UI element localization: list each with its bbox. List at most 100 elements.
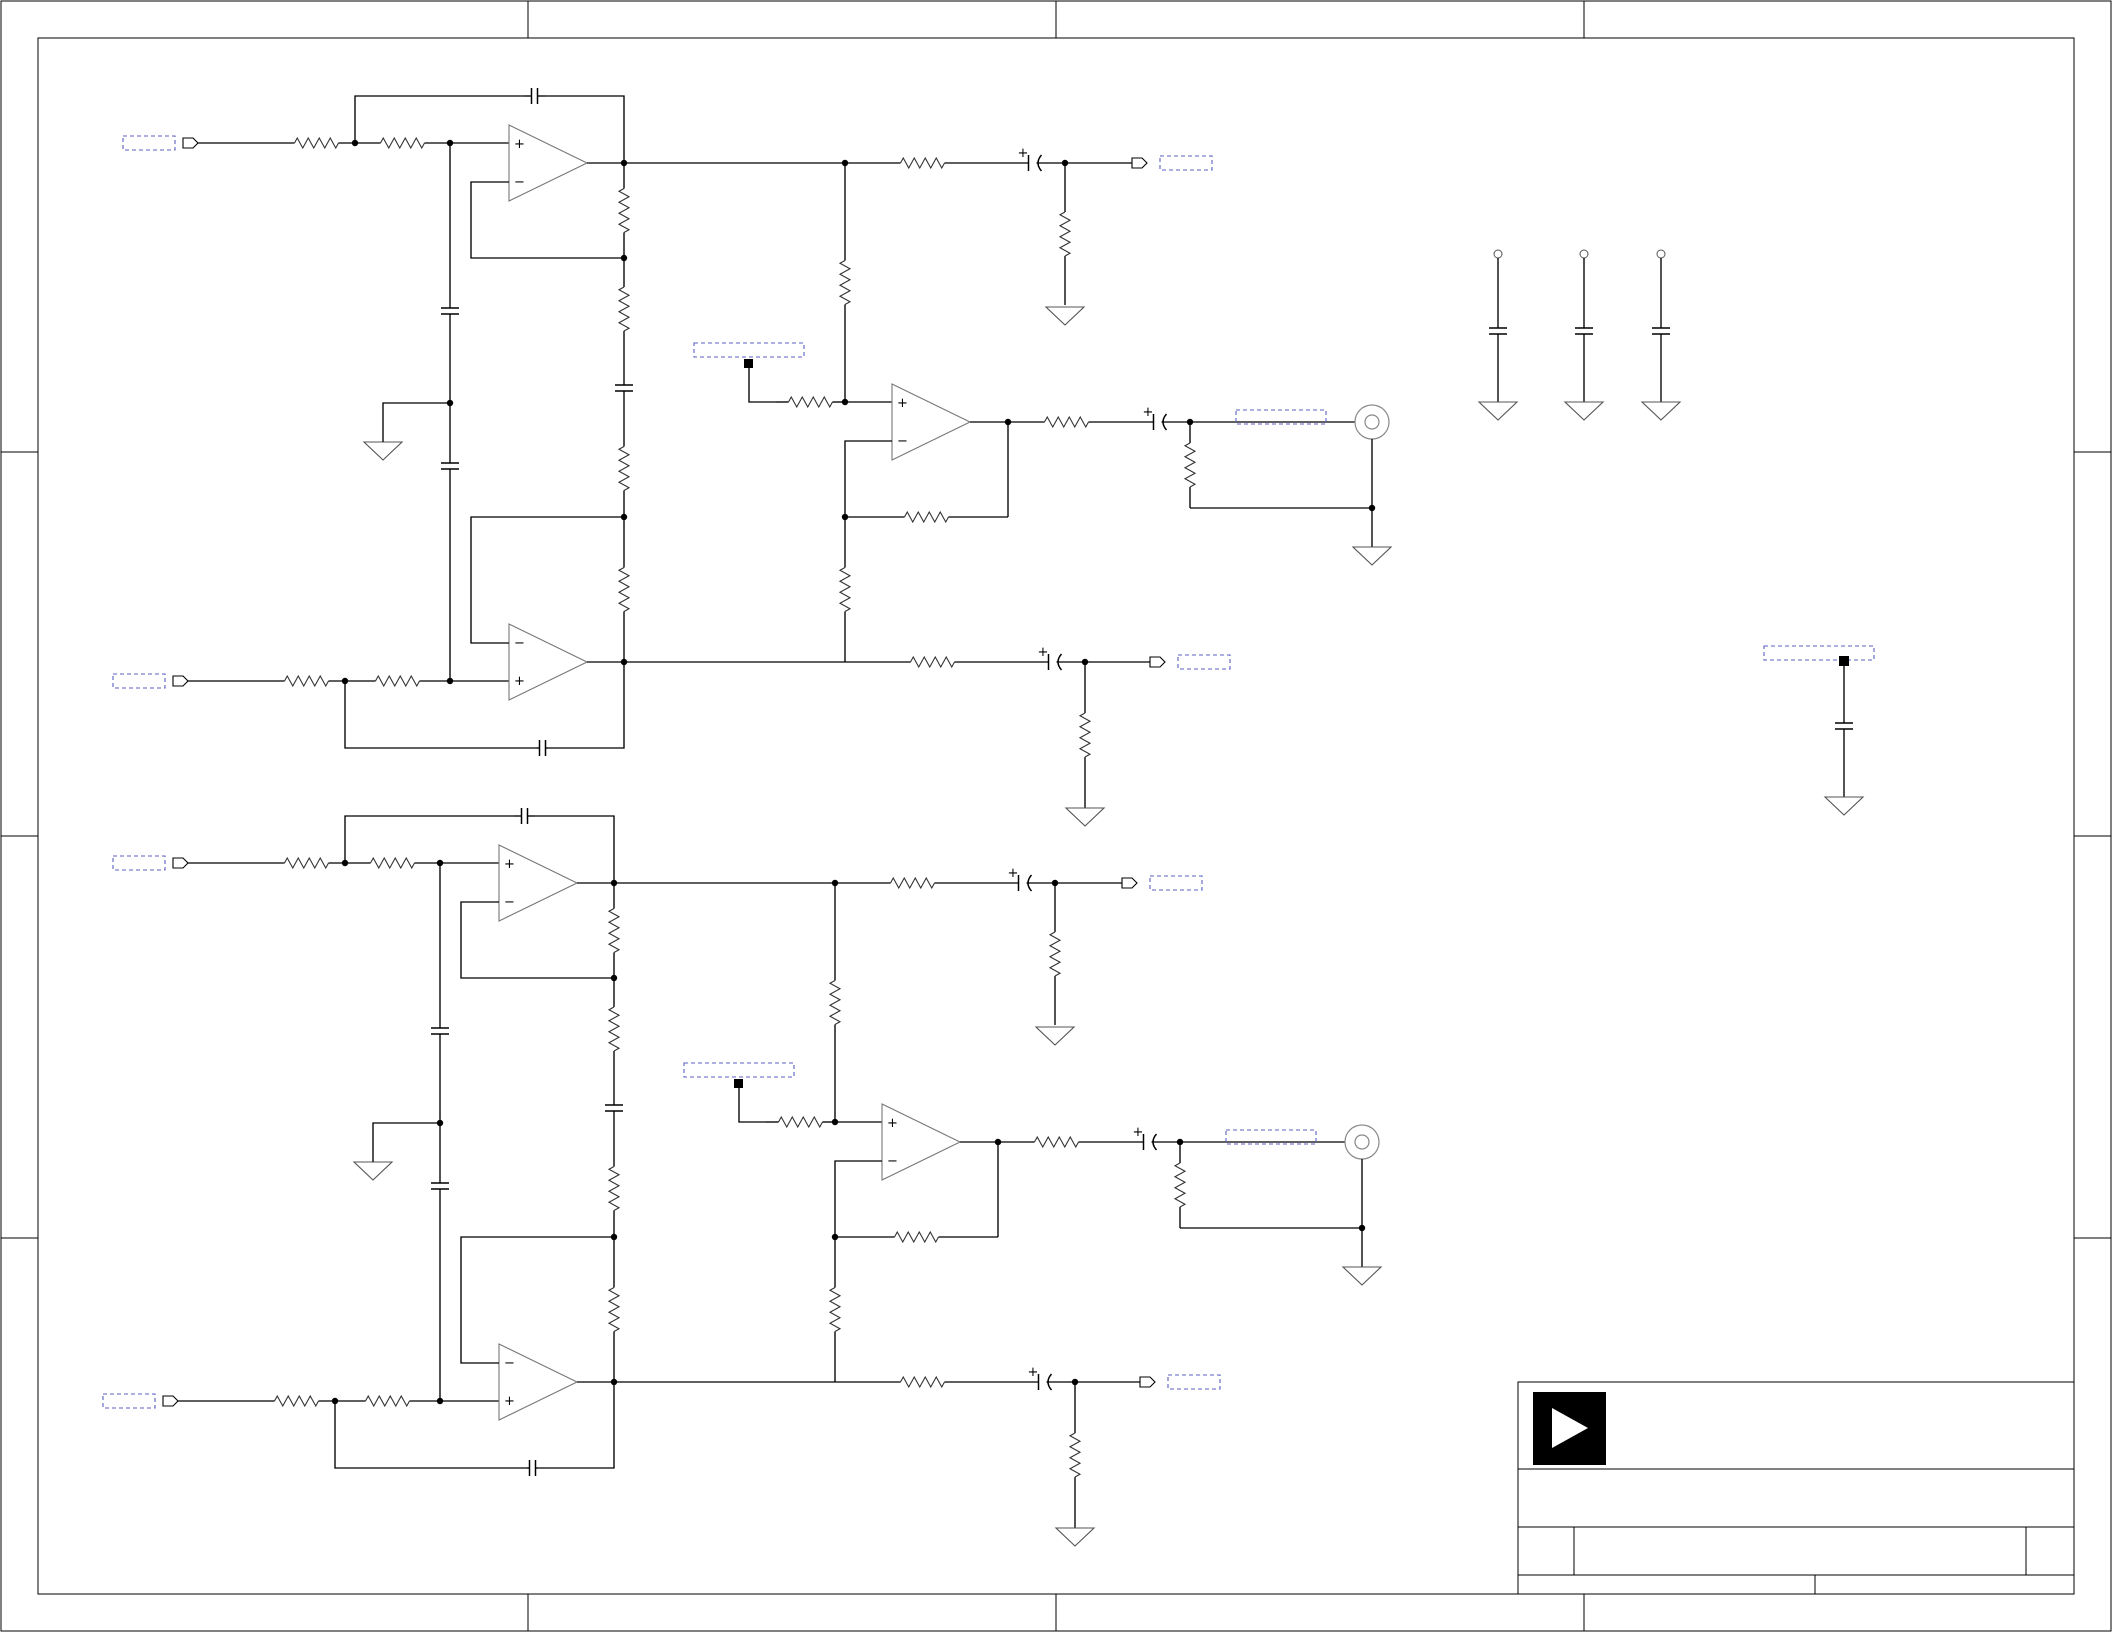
resistor	[838, 567, 852, 612]
input-port	[172, 857, 189, 869]
ground-symbol	[1823, 796, 1865, 816]
wire	[548, 662, 625, 749]
net-label	[1235, 409, 1327, 425]
net-label	[122, 135, 176, 151]
electrolytic-plate	[1027, 874, 1033, 892]
opamp-inverting: −	[514, 636, 525, 651]
resistor	[778, 1115, 823, 1129]
test-point	[744, 359, 753, 368]
resistor	[910, 655, 955, 669]
opamp-noninverting: +	[504, 857, 515, 872]
ground-symbol	[362, 441, 404, 461]
output-port	[1139, 1376, 1156, 1388]
net-label	[112, 673, 166, 689]
opamp	[881, 1103, 962, 1181]
opamp-inverting: −	[504, 1356, 515, 1371]
audio-jack-center	[1364, 414, 1380, 430]
opamp-inverting: −	[514, 175, 525, 190]
opamp	[498, 844, 579, 922]
input-port	[172, 675, 189, 687]
opamp-noninverting: +	[887, 1116, 898, 1131]
resistor	[607, 1287, 621, 1332]
wire	[382, 402, 450, 432]
resistor	[370, 856, 415, 870]
output-port	[1131, 157, 1148, 169]
opamp-noninverting: +	[514, 674, 525, 689]
input-port	[182, 137, 199, 149]
wire	[470, 181, 624, 259]
wire	[738, 1088, 766, 1123]
ground-symbol	[1044, 306, 1086, 326]
opamp-inverting: −	[504, 895, 515, 910]
title-block	[1517, 1381, 2075, 1595]
resistor	[607, 1166, 621, 1211]
resistor	[900, 156, 945, 170]
resistor	[1183, 442, 1197, 488]
resistor	[284, 674, 329, 688]
test-point	[1839, 656, 1849, 666]
resistor	[1068, 1432, 1082, 1478]
channel-2-circuit: +−−++−+++	[102, 808, 1383, 1547]
resistor	[838, 260, 852, 305]
resistor	[617, 446, 631, 491]
ground-symbol	[1351, 546, 1393, 566]
wire	[344, 681, 537, 749]
opamp	[891, 383, 972, 461]
test-point	[734, 1079, 743, 1088]
ground-symbol	[1477, 401, 1519, 421]
resistor	[380, 136, 425, 150]
ground-symbol	[1640, 401, 1682, 421]
supply-pin	[1656, 249, 1666, 259]
resistor	[284, 856, 329, 870]
ground-symbol	[1563, 401, 1605, 421]
resistor	[617, 286, 631, 332]
output-port	[1149, 656, 1166, 668]
opamp-inverting: −	[897, 434, 908, 449]
resistor	[904, 510, 949, 524]
resistor	[617, 567, 631, 612]
supply-pin	[1493, 249, 1503, 259]
resistor	[607, 1006, 621, 1052]
opamp	[508, 124, 589, 202]
net-label	[1159, 155, 1213, 171]
net-label	[1177, 654, 1231, 670]
wire	[844, 440, 892, 517]
channel-1-circuit: +−−++−+++	[112, 88, 1393, 827]
wire	[545, 95, 625, 163]
resistor	[1034, 1135, 1079, 1149]
ground-symbol	[352, 1161, 394, 1181]
wire	[354, 95, 524, 143]
net-label	[693, 342, 805, 358]
resistor	[607, 908, 621, 953]
resistor	[617, 188, 631, 233]
electrolytic-plate	[1047, 1373, 1053, 1391]
wire	[344, 815, 514, 863]
wire	[748, 368, 776, 403]
net-label	[683, 1062, 795, 1078]
output-port	[1121, 877, 1138, 889]
net-label	[1763, 645, 1875, 661]
wire	[460, 901, 614, 979]
net-label	[112, 855, 166, 871]
polarity-plus: +	[1143, 405, 1154, 420]
resistor	[294, 136, 339, 150]
net-label	[102, 1393, 156, 1409]
wire	[460, 1236, 614, 1364]
opamp	[498, 1343, 579, 1421]
resistor	[1048, 931, 1062, 977]
ground-symbol	[1064, 807, 1106, 827]
ground-symbol	[1034, 1026, 1076, 1046]
resistor	[1173, 1162, 1187, 1208]
opamp	[508, 623, 589, 701]
resistor	[1078, 712, 1092, 758]
opamp-inverting: −	[887, 1154, 898, 1169]
ground-symbol	[1054, 1527, 1096, 1547]
polarity-plus: +	[1028, 1365, 1039, 1380]
polarity-plus: +	[1038, 645, 1049, 660]
supply-decoupling	[1477, 249, 1875, 816]
electrolytic-plate	[1152, 1133, 1158, 1151]
net-label	[1149, 875, 1203, 891]
wire	[372, 1122, 440, 1152]
